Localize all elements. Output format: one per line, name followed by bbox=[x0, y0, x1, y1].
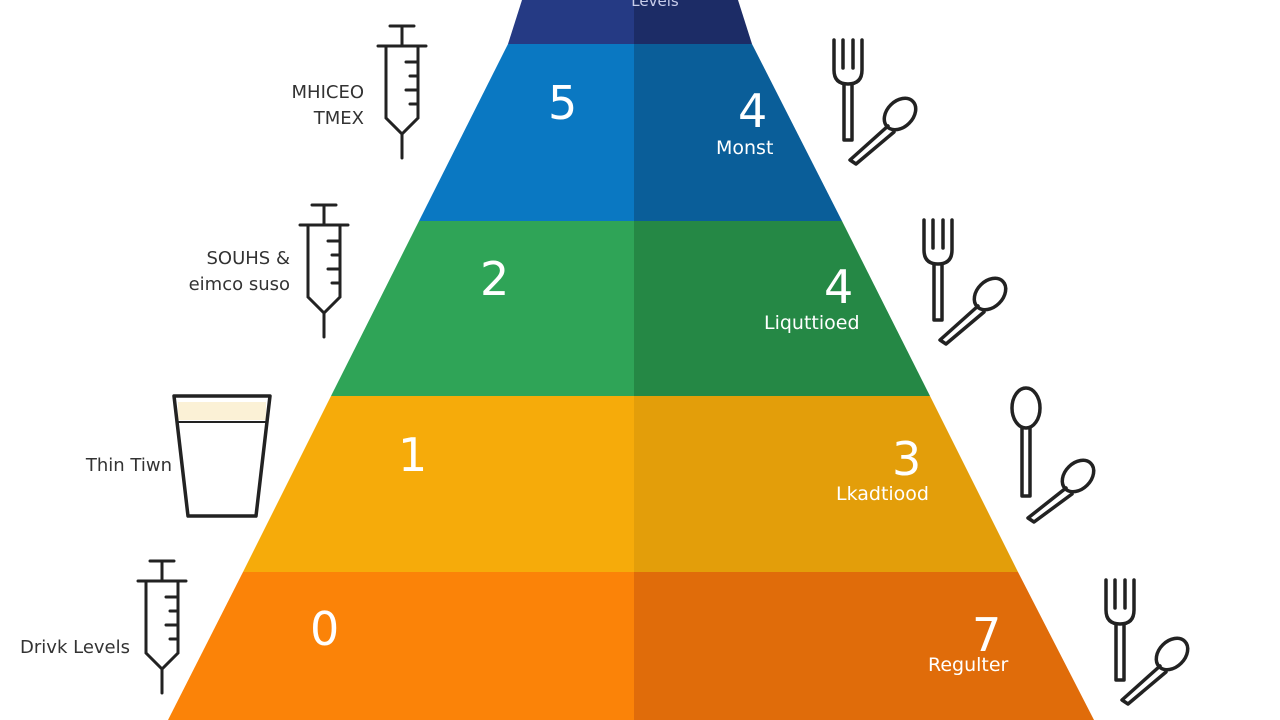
syringe-icon bbox=[372, 22, 432, 162]
tier-3-right bbox=[634, 396, 1018, 572]
tier-1-right-label: Monst bbox=[716, 137, 774, 159]
syringe-icon bbox=[294, 201, 354, 341]
pyramid-top-label: Levels bbox=[631, 0, 679, 10]
tier-2-right-number: 4 bbox=[824, 260, 854, 314]
tier-2-right-label: Liquttioed bbox=[764, 312, 860, 334]
tier-4-left bbox=[168, 572, 634, 720]
syringe-icon bbox=[132, 557, 192, 697]
tier-2-left-number: 2 bbox=[480, 252, 510, 306]
tier-1-side-label: MHICEO TMEX bbox=[291, 82, 364, 129]
tier-4-right-label: Regulter bbox=[928, 654, 1009, 676]
cup-icon bbox=[170, 392, 274, 522]
fork-spoon-icon bbox=[916, 216, 1016, 346]
fork-spoon-icon bbox=[1098, 576, 1198, 706]
tier-3-right-number: 3 bbox=[892, 432, 922, 486]
tier-2-right bbox=[634, 221, 930, 396]
tier-3-left-number: 1 bbox=[398, 428, 428, 482]
tier-4-right-number: 7 bbox=[972, 608, 1002, 662]
tier-3-right-label: Lkadtiood bbox=[836, 483, 929, 505]
tier-1-right-number: 4 bbox=[738, 84, 768, 138]
tier-2-left bbox=[331, 221, 634, 396]
tier-3-left bbox=[243, 396, 634, 572]
tier-4-left-number: 0 bbox=[310, 602, 340, 656]
fork-spoon-icon bbox=[826, 36, 926, 166]
tier-3-side-label: Thin Tiwn bbox=[85, 455, 172, 476]
tier-4-side-label: Drivk Levels bbox=[20, 637, 130, 658]
tier-1-left bbox=[419, 44, 634, 221]
tier-4-right bbox=[634, 572, 1094, 720]
tier-1-left-number: 5 bbox=[548, 76, 578, 130]
apex-tier-left bbox=[508, 0, 634, 44]
apex-tier-right bbox=[634, 0, 752, 44]
tier-2-side-label: SOUHS & eimco suso bbox=[188, 248, 290, 295]
tier-1-right bbox=[634, 44, 842, 221]
spoons-icon bbox=[1006, 386, 1106, 526]
